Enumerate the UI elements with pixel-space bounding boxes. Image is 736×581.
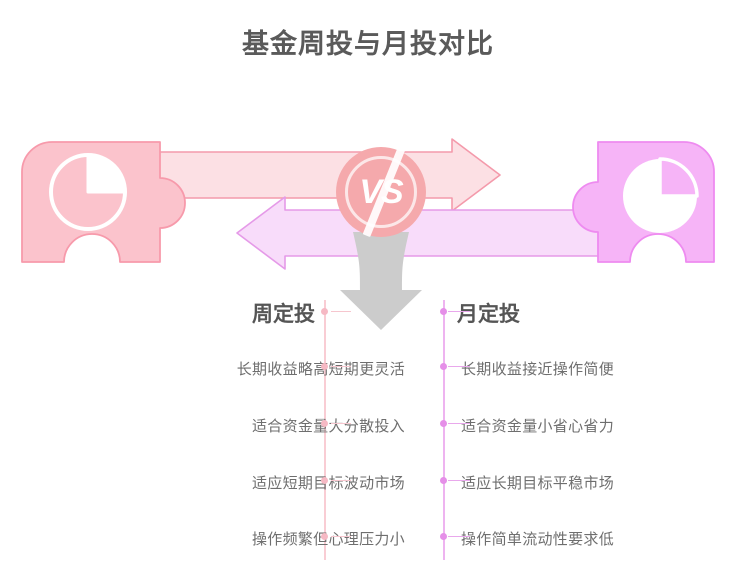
list-item-right: 适应长期目标平稳市场 — [461, 475, 615, 492]
list-item-left: 适合资金量大分散投入 — [251, 418, 405, 435]
connector-tick-left — [331, 311, 351, 312]
column-header-left: 周定投 — [252, 303, 315, 326]
connector-tick-left — [331, 423, 351, 424]
list-item-left: 长期收益略高短期更灵活 — [236, 361, 405, 378]
marker-dot-right — [440, 477, 447, 484]
marker-dot-left — [321, 533, 328, 540]
puzzle-piece-left — [21, 141, 186, 263]
timeline-axis-right — [443, 300, 445, 560]
marker-dot-right — [440, 533, 447, 540]
marker-dot-right — [440, 420, 447, 427]
marker-dot-left — [321, 363, 328, 370]
vs-badge-ring — [345, 156, 417, 228]
connector-tick-left — [331, 366, 351, 367]
puzzle-piece-right — [572, 141, 715, 263]
list-item-right: 操作简单流动性要求低 — [461, 531, 615, 548]
marker-dot-left — [321, 477, 328, 484]
list-item-right: 长期收益接近操作简便 — [461, 361, 615, 378]
connector-tick-right — [448, 480, 470, 481]
connector-tick-right — [448, 536, 470, 537]
marker-dot-left — [321, 420, 328, 427]
connector-tick-right — [448, 366, 470, 367]
connector-tick-left — [331, 536, 351, 537]
list-item-right: 适合资金量小省心省力 — [461, 418, 615, 435]
page-title: 基金周投与月投对比 — [242, 29, 494, 59]
connector-tick-right — [448, 423, 470, 424]
marker-dot-right — [440, 363, 447, 370]
timeline-axis-left — [324, 300, 326, 560]
pie-chart-icon — [623, 157, 699, 233]
marker-dot-left — [321, 308, 328, 315]
column-header-right: 月定投 — [457, 303, 520, 326]
list-item-left: 操作频繁但心理压力小 — [251, 531, 405, 548]
vs-badge: VS — [336, 146, 426, 238]
connector-tick-left — [331, 480, 351, 481]
pie-chart-icon — [49, 153, 127, 231]
list-item-left: 适应短期目标波动市场 — [251, 475, 405, 492]
marker-dot-right — [440, 308, 447, 315]
connector-tick-right — [448, 311, 470, 312]
arrow-down — [340, 232, 422, 330]
arrow-left-bottom — [236, 196, 621, 270]
